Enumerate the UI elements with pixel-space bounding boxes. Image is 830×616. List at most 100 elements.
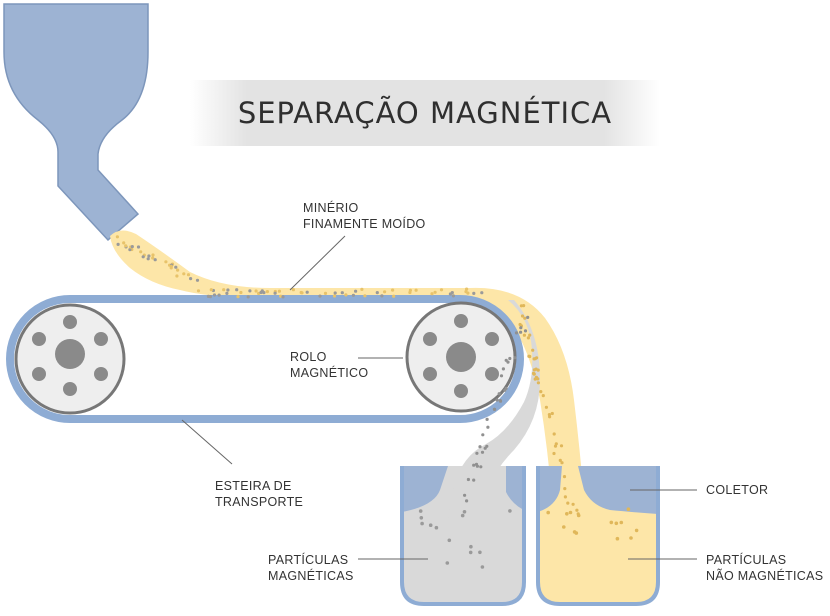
belt-label-line2: TRANSPORTE — [215, 495, 304, 509]
particle-dot — [225, 291, 229, 295]
leader-lines — [181, 235, 697, 560]
non-magnetic-stream — [470, 287, 596, 524]
particle-dot — [472, 291, 476, 295]
title-band: SEPARAÇÃO MAGNÉTICA — [190, 80, 660, 146]
particle-dot — [363, 294, 367, 298]
particle-dot — [472, 463, 476, 467]
particle-dot — [235, 288, 239, 292]
particle-dot — [532, 372, 536, 376]
particle-dot — [563, 487, 567, 491]
particle-dot — [498, 399, 502, 403]
particle-dot — [383, 290, 387, 294]
particle-dot — [115, 235, 119, 239]
particle-dot — [495, 398, 499, 402]
particle-dot — [576, 513, 581, 518]
particle-dot — [519, 330, 523, 334]
particle-dot — [391, 288, 395, 292]
particle-dot — [428, 523, 433, 527]
particle-dot — [151, 253, 155, 257]
ore-leader — [289, 235, 346, 291]
particle-dot — [523, 316, 527, 320]
particle-dot — [450, 291, 454, 295]
particle-dot — [128, 248, 132, 252]
particle-dot — [526, 315, 530, 319]
particle-dot — [466, 291, 470, 295]
particle-dot — [552, 451, 556, 456]
particle-dot — [169, 264, 173, 268]
nonmagnetic-label-line2: NÃO MAGNÉTICAS — [706, 569, 824, 583]
belt-label-line1: ESTEIRA DE — [215, 479, 292, 493]
particle-dot — [528, 354, 532, 359]
roller-label-line1: ROLO — [290, 350, 327, 364]
particle-dots — [115, 235, 639, 569]
particle-dot — [528, 333, 532, 337]
particle-dot — [360, 287, 364, 291]
particle-dot — [305, 290, 309, 294]
particle-dot — [562, 525, 566, 529]
roller-label: ROLO MAGNÉTICO — [290, 349, 368, 381]
particle-dot — [281, 295, 285, 299]
particle-dot — [539, 390, 543, 394]
particle-dot — [508, 509, 512, 513]
particle-dot — [478, 445, 482, 449]
particle-dot — [318, 294, 322, 298]
particle-dot — [460, 513, 465, 518]
ore-label-line1: MINÉRIO — [303, 201, 359, 215]
particle-dot — [124, 244, 128, 248]
particle-dot — [550, 411, 554, 416]
particle-dot — [508, 356, 512, 361]
particle-dot — [493, 407, 497, 411]
particle-dot — [614, 521, 619, 526]
particle-dot — [164, 260, 168, 264]
particle-dot — [626, 507, 631, 512]
particle-dot — [265, 290, 269, 294]
particle-dot — [248, 289, 252, 293]
particle-dot — [420, 521, 424, 526]
particle-dot — [533, 377, 537, 381]
particle-dot — [563, 495, 568, 499]
particle-dot — [226, 288, 230, 292]
particle-dot — [497, 392, 501, 396]
particle-dot — [147, 254, 151, 258]
roller-label-line2: MAGNÉTICO — [290, 366, 369, 380]
particle-dot — [375, 291, 379, 295]
particle-dot — [116, 242, 120, 246]
particle-dot — [574, 531, 579, 535]
particle-dot — [139, 250, 143, 254]
particle-dot — [519, 326, 523, 330]
particle-dot — [332, 294, 337, 298]
non-magnetic-collector — [536, 466, 660, 606]
particle-dot — [273, 291, 277, 295]
particle-dot — [189, 277, 193, 281]
particle-dot — [333, 291, 337, 295]
particle-dot — [176, 268, 180, 272]
particle-dot — [419, 516, 424, 520]
particle-dot — [300, 291, 304, 295]
particle-dot — [634, 528, 639, 533]
particle-dot — [186, 273, 191, 277]
particle-dot — [447, 538, 452, 543]
idler-roller — [14, 303, 126, 415]
particle-dot — [206, 294, 210, 298]
particle-dot — [536, 381, 541, 385]
particle-dot — [565, 512, 569, 516]
particle-dot — [478, 550, 482, 555]
magnetic-particles-label: PARTÍCULAS MAGNÉTICAS — [268, 552, 354, 584]
particle-dot — [571, 502, 575, 506]
particle-dot — [475, 464, 479, 468]
particle-dot — [469, 544, 473, 549]
particle-dot — [566, 501, 570, 505]
particle-dot — [196, 289, 201, 293]
particle-dot — [560, 461, 564, 465]
particle-dot — [499, 374, 504, 378]
belt-label: ESTEIRA DE TRANSPORTE — [215, 478, 303, 510]
magnetic-roller — [405, 301, 517, 413]
particle-dot — [445, 561, 450, 565]
particle-dot — [558, 458, 562, 462]
particle-dot — [480, 450, 485, 454]
particle-dot — [195, 278, 200, 282]
particle-dot — [418, 509, 423, 513]
particle-dot — [531, 348, 535, 352]
